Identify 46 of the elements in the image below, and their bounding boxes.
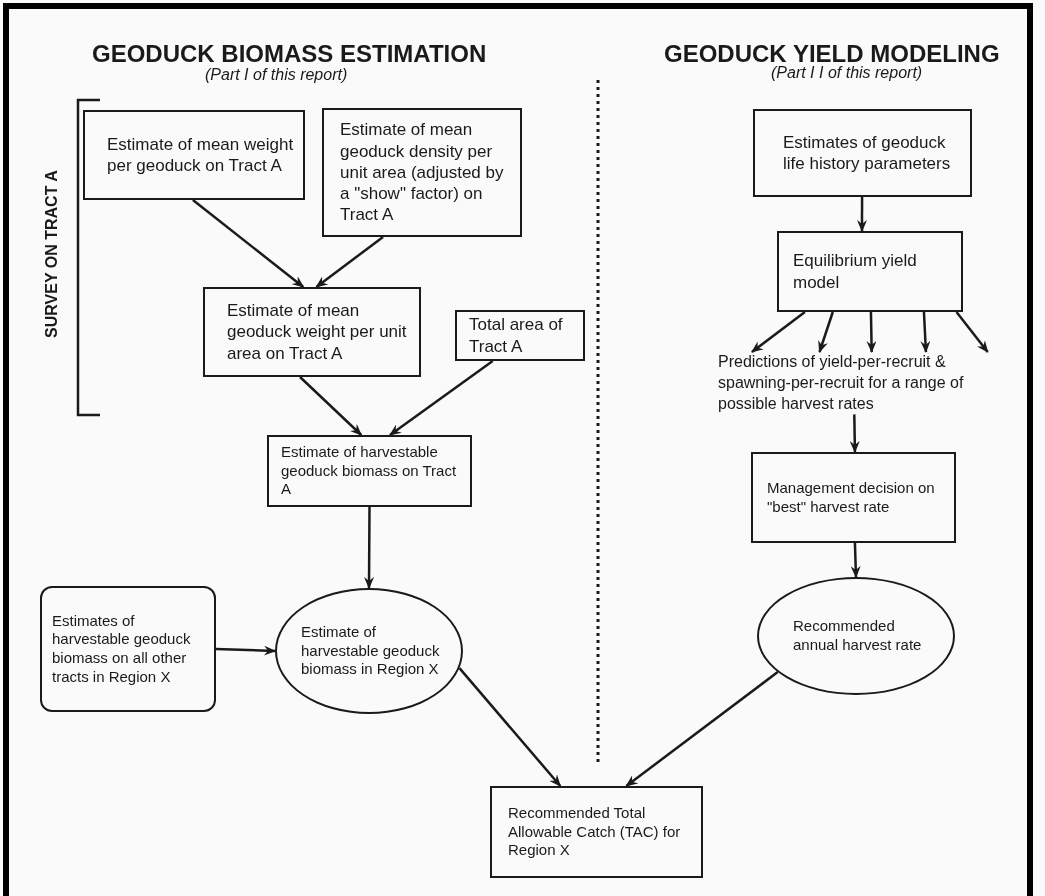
node-text: Total area of Tract A [469, 314, 564, 357]
arrow [955, 311, 989, 353]
ellipse-node [275, 588, 463, 714]
node-text: Management decision on "best" harvest rate [767, 478, 936, 517]
arrow [920, 311, 931, 353]
arrow [215, 645, 276, 656]
process-box [267, 435, 472, 507]
node-text: Equilibrium yield model [793, 250, 918, 293]
process-box [322, 108, 522, 237]
process-box [751, 452, 956, 543]
process-box [83, 110, 305, 200]
node-text: Estimate of mean geoduck density per unit area (adjusted by a "show" factor) on Tract A [340, 119, 505, 226]
arrow [364, 507, 375, 589]
arrow [315, 236, 384, 288]
section-heading: GEODUCK YIELD MODELING [664, 40, 1000, 67]
process-box [203, 287, 421, 377]
process-box [777, 231, 963, 312]
arrow [458, 667, 562, 787]
arrow [751, 311, 806, 353]
arrow [389, 360, 494, 436]
node-text: Estimate of harvestable geoduck biomass on Tract A [281, 442, 458, 500]
node-text: Recommended annual harvest rate [793, 617, 923, 655]
node-text: Estimate of mean geoduck weight per unit area on Tract A [227, 300, 408, 364]
section-subtitle: (Part I I of this report) [771, 64, 923, 82]
rounded-box [40, 586, 216, 712]
arrow [818, 311, 834, 353]
process-box [455, 310, 585, 361]
arrow [849, 414, 860, 453]
arrow [192, 199, 305, 288]
arrow [866, 311, 877, 353]
process-box [490, 786, 703, 878]
arrow [850, 542, 861, 578]
node-text: Recommended Total Allowable Catch (TAC) for Region X [508, 803, 682, 861]
node-text: Estimates of harvestable geoduck biomass on all other tracts in Region X [52, 611, 192, 687]
process-box [753, 109, 972, 197]
section-heading: GEODUCK BIOMASS ESTIMATION [92, 40, 487, 68]
node-text: Estimates of geoduck life history parameters [783, 131, 952, 175]
section-subtitle: (Part I of this report) [205, 66, 348, 84]
bracket-label: SURVEY ON TRACT A [43, 169, 61, 340]
node-text: Estimate of mean weight per geoduck on Tract A [107, 133, 295, 177]
node-text: Predictions of yield-per-recruit & spawning-per-recruit for a range of possible harvest rates [718, 352, 1008, 415]
arrow [857, 197, 867, 232]
node-text: Estimate of harvestable geoduck biomass in Region X [301, 622, 441, 680]
arrow [299, 376, 363, 436]
arrow [625, 671, 779, 787]
ellipse-node [757, 577, 955, 695]
